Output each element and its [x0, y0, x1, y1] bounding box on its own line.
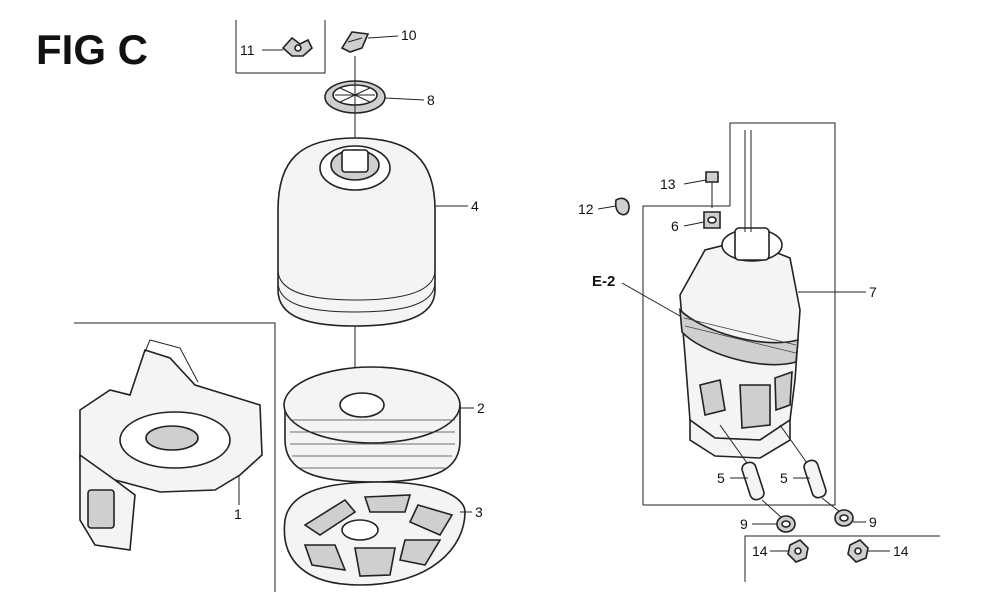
air-cleaner-cover-part — [277, 137, 436, 327]
reference-e2: E-2 — [592, 273, 615, 290]
callout-6: 6 — [671, 218, 679, 234]
small-hardware-parts — [614, 171, 721, 229]
callout-12: 12 — [578, 201, 594, 217]
callout-9-left: 9 — [740, 516, 748, 532]
callout-labels: 11 10 8 4 2 3 1 7 12 13 6 E-2 5 5 9 9 14… — [234, 27, 909, 559]
callout-14-right: 14 — [893, 543, 909, 559]
callout-5-left: 5 — [717, 470, 725, 486]
callout-3: 3 — [475, 504, 483, 520]
pins-washers-nuts — [719, 424, 869, 563]
callout-10: 10 — [401, 27, 417, 43]
callout-8: 8 — [427, 92, 435, 108]
callout-2: 2 — [477, 400, 485, 416]
filter-element-part — [283, 366, 461, 483]
wing-nut-part — [281, 36, 313, 57]
callout-11: 11 — [240, 42, 255, 58]
figure-title: FIG C — [36, 26, 148, 73]
callout-1: 1 — [234, 506, 242, 522]
callout-9-right: 9 — [869, 514, 877, 530]
clip-part — [340, 31, 370, 53]
callout-13: 13 — [660, 176, 676, 192]
callout-7: 7 — [869, 284, 877, 300]
callout-4: 4 — [471, 198, 479, 214]
callout-14-left: 14 — [752, 543, 768, 559]
leader-lines — [238, 35, 890, 552]
bracket-lines — [74, 20, 940, 592]
callout-5-right: 5 — [780, 470, 788, 486]
clip-12-part — [614, 197, 630, 216]
bolt-13-head — [705, 171, 719, 183]
base-plate-part — [79, 339, 263, 551]
elbow-tube-part — [679, 130, 801, 459]
filter-base-part — [283, 481, 466, 586]
